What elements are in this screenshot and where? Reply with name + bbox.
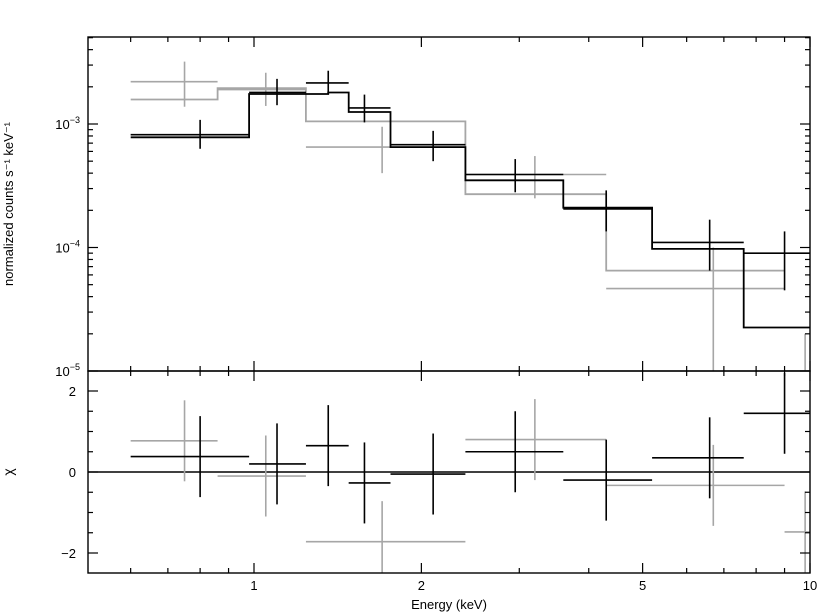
x-tick-label: 5: [639, 578, 646, 593]
data-point: [130, 119, 250, 149]
model-step-line: [130, 87, 785, 272]
model-step-line: [130, 91, 810, 329]
data-point: [305, 70, 349, 94]
residual-point: [784, 491, 810, 573]
axis-labels: 1 2 5 10 10−3 10−4 10−5 2 0 −2: [55, 115, 817, 593]
data-point: [606, 247, 785, 371]
residual-panel: [88, 372, 810, 573]
y-tick-label: −2: [61, 546, 76, 561]
residual-point: [305, 501, 466, 573]
x-tick-label: 2: [418, 578, 425, 593]
data-point: [390, 130, 466, 162]
y-tick-label: 10−3: [55, 115, 80, 132]
residual-point: [130, 416, 250, 498]
data-point: [305, 126, 466, 174]
spectrum-panel: [130, 61, 810, 371]
residual-point: [606, 444, 785, 526]
residual-point: [130, 400, 218, 482]
y-tick-label: 10−5: [55, 362, 80, 379]
data-point: [217, 72, 306, 106]
data-point: [465, 159, 564, 193]
y-tick-label: 0: [69, 465, 76, 480]
residual-point: [348, 442, 391, 524]
residual-point: [249, 423, 306, 505]
data-point: [249, 78, 306, 106]
x-tick-label: 10: [803, 578, 817, 593]
residual-point: [305, 405, 349, 487]
x-tick-label: 1: [250, 578, 257, 593]
data-point: [743, 231, 810, 291]
residual-point: [563, 439, 653, 521]
data-point: [784, 333, 810, 371]
data-point: [652, 219, 744, 271]
residual-point: [390, 433, 466, 515]
x-axis-title: Energy (keV): [411, 597, 487, 612]
y-tick-label: 2: [69, 384, 76, 399]
axis-ticks: [88, 37, 811, 573]
residual-point: [217, 435, 306, 517]
y-axis-title-residuals: χ: [0, 468, 16, 476]
spectrum-frame: [87, 36, 811, 372]
data-point: [563, 190, 653, 232]
data-point: [348, 94, 391, 123]
residual-point: [652, 417, 744, 499]
residual-point: [743, 372, 810, 454]
residual-point: [465, 399, 607, 481]
residual-point: [465, 411, 564, 493]
y-axis-title-spectrum: normalized counts s⁻¹ keV⁻¹: [1, 121, 16, 286]
y-tick-label: 10−4: [55, 239, 80, 256]
data-point: [465, 156, 607, 199]
data-point: [130, 61, 218, 107]
